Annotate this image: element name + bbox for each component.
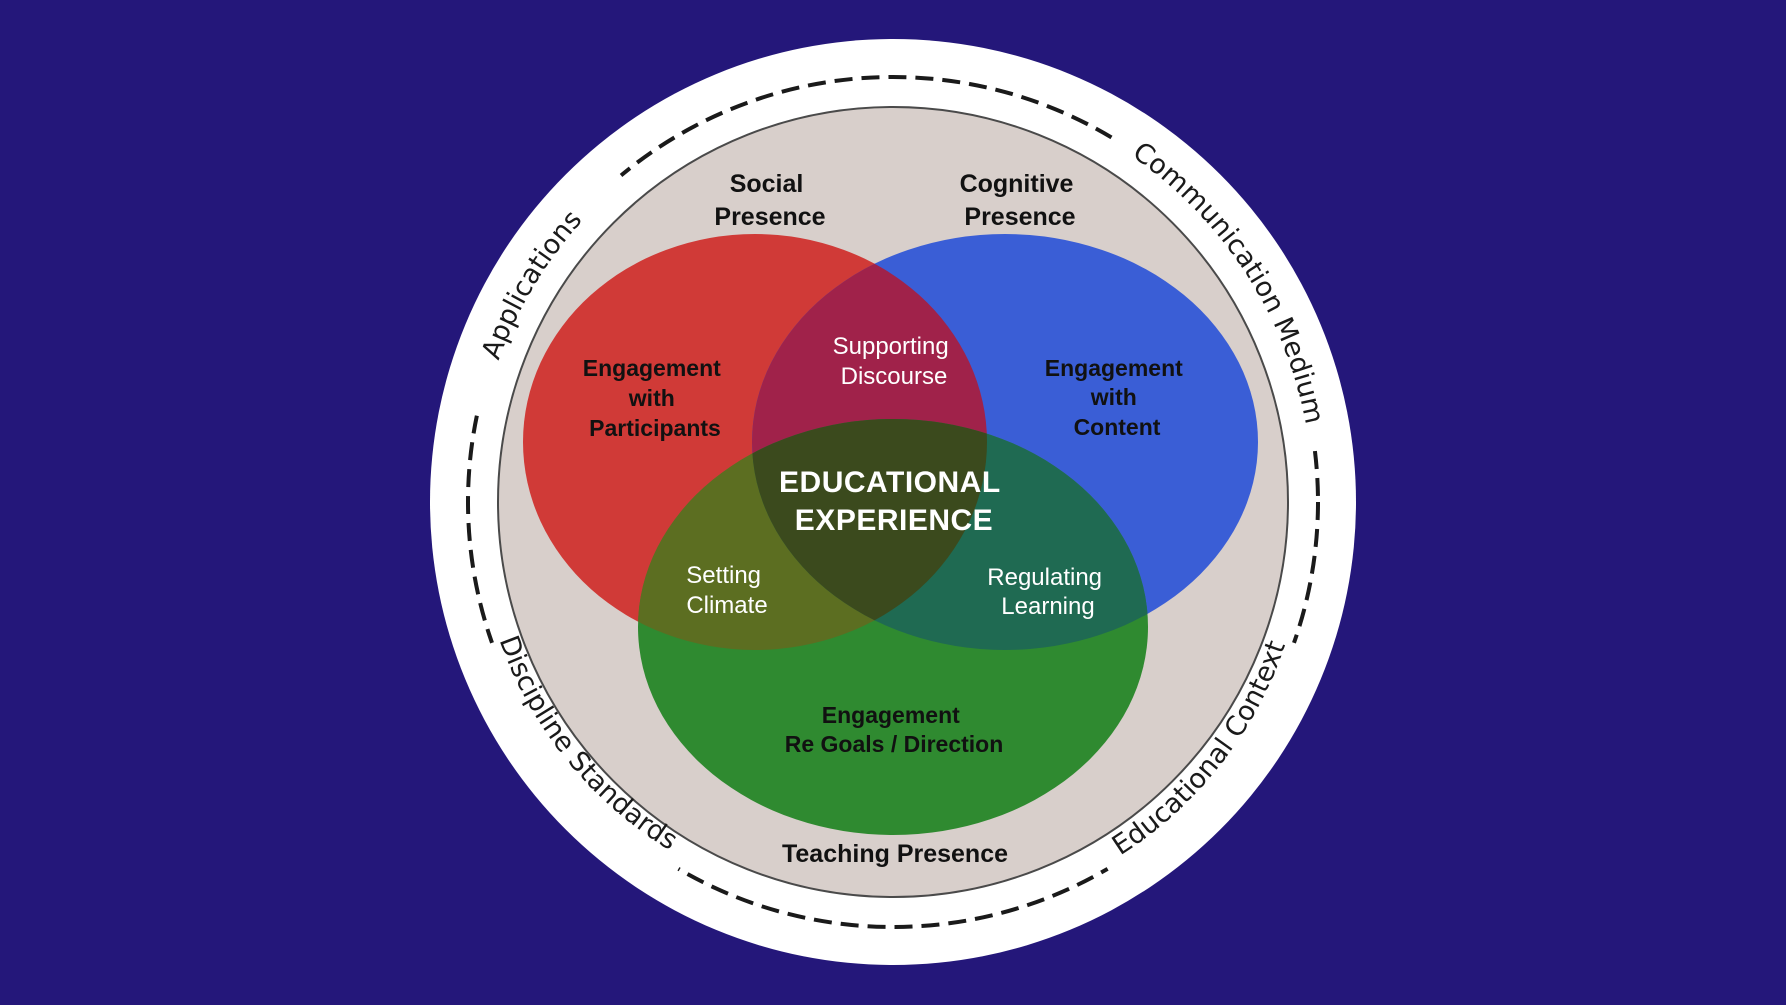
engagement-with-content: Engagement with Content [1045, 355, 1189, 440]
social-presence-title: Social Presence [714, 170, 825, 231]
dashed-context-circle [466, 75, 1320, 929]
setting-climate-label: Setting Climate [686, 562, 767, 619]
engagement-with-participants: Engagement with Participants [583, 355, 727, 441]
supporting-discourse-label: Supporting Discourse [833, 333, 956, 390]
educational-experience-label: EDUCATIONAL EXPERIENCE [779, 466, 1009, 537]
engagement-goals-direction: Engagement Re Goals / Direction [785, 702, 1004, 757]
teaching-presence-title: Teaching Presence [782, 840, 1008, 868]
ring-text-gaps [466, 127, 1327, 888]
cognitive-presence-title: Cognitive Presence [960, 170, 1081, 231]
regulating-learning-label: Regulating Learning [987, 564, 1108, 620]
